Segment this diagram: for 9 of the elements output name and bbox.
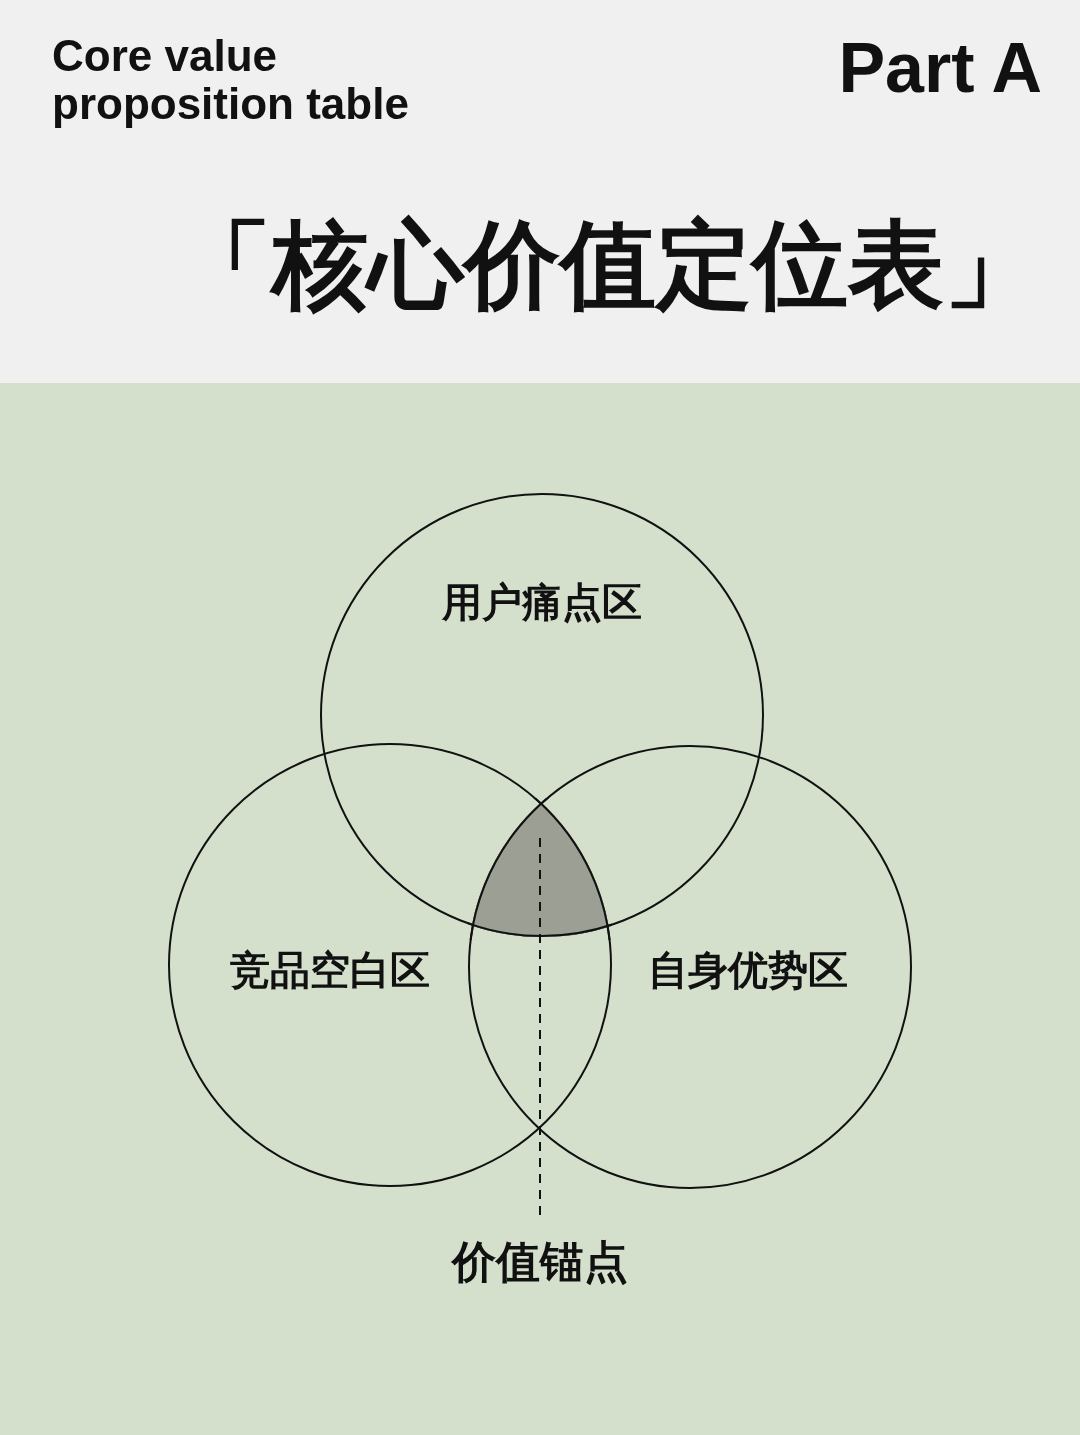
subtitle: Core value proposition table xyxy=(52,32,410,128)
circle-label: 竞品空白区 xyxy=(230,945,430,995)
anchor-label: 价值锚点 xyxy=(452,1232,628,1292)
circle-label: 用户痛点区 xyxy=(442,577,642,627)
title: 「核心价值定位表」 xyxy=(176,208,1040,323)
leader-line xyxy=(539,837,541,1216)
shaded-region xyxy=(468,798,612,940)
circle-label: 自身优势区 xyxy=(648,945,848,995)
part-label: Part A xyxy=(838,28,1042,108)
